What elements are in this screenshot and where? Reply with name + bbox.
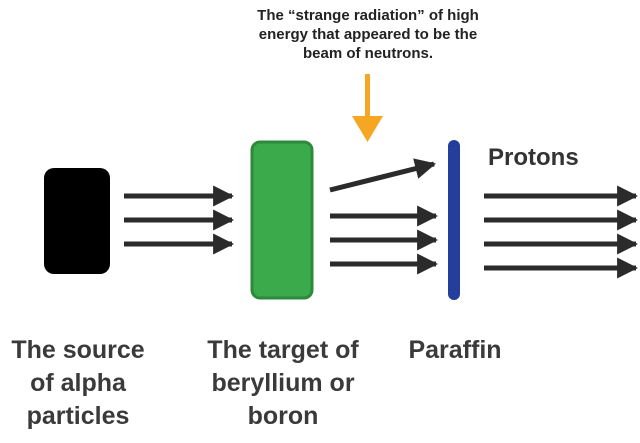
target-caption-line: boron [247, 402, 319, 430]
strange-radiation-annotation: The “strange radiation” of high energy t… [200, 6, 536, 63]
annotation-line: The “strange radiation” of high [257, 7, 479, 24]
source-caption-line: of alpha [30, 369, 126, 397]
source-caption: The source of alpha particles [0, 334, 156, 433]
paraffin-caption-line: Paraffin [408, 336, 502, 364]
proton-arrows [484, 185, 639, 279]
annotation-line: energy that appeared to be the [258, 26, 478, 43]
annotation-line: beam of neutrons. [302, 45, 433, 62]
alpha-particle-arrows [124, 185, 235, 255]
source-caption-line: The source [11, 336, 145, 364]
neutron-beam-arrows [329, 158, 439, 275]
target-caption: The target of beryllium or boron [188, 334, 378, 433]
deflected-arrow [329, 158, 437, 193]
alpha-source-block [44, 168, 110, 274]
paraffin-caption: Paraffin [390, 334, 520, 367]
beryllium-target-block [250, 140, 314, 300]
target-caption-line: The target of [207, 336, 359, 364]
paraffin-bar [448, 140, 460, 300]
source-caption-line: particles [26, 402, 130, 430]
target-caption-line: beryllium or [211, 369, 355, 397]
annotation-pointer-arrow [352, 74, 383, 142]
protons-label: Protons [488, 144, 579, 171]
